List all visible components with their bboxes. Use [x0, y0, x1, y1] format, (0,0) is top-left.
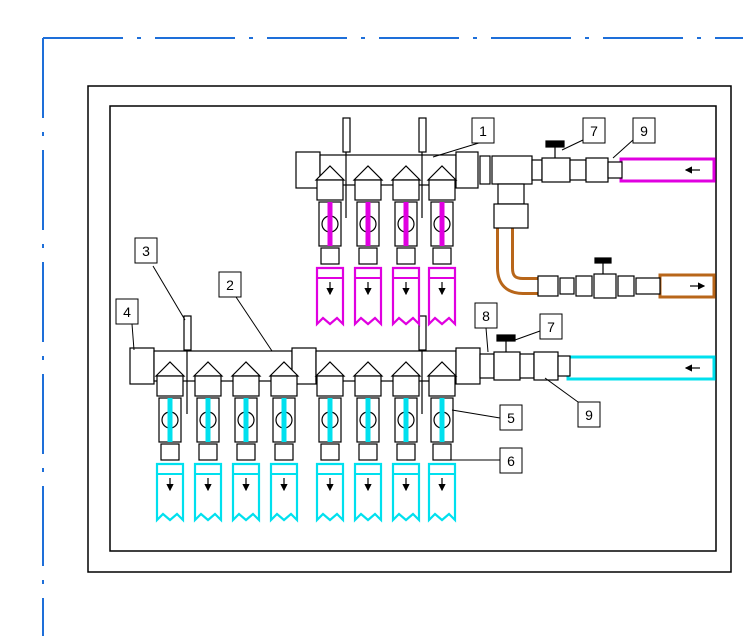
callout-air-vent: 3	[134, 237, 158, 264]
loop-outlet	[154, 361, 186, 523]
hot-tee-fittings	[491, 140, 623, 229]
callout-return-manifold: 2	[218, 271, 242, 298]
callout-end-cap: 4	[115, 298, 139, 325]
cold-return-manifold	[129, 334, 571, 385]
svg-text:3: 3	[142, 243, 150, 259]
ball-valve-icon	[356, 201, 380, 247]
callout-loop-fitting: 6	[499, 447, 523, 474]
hot-loop-outlets	[314, 165, 458, 327]
svg-text:9: 9	[585, 407, 593, 423]
svg-text:6: 6	[507, 453, 515, 469]
loop-outlet	[352, 361, 384, 523]
ball-valve-icon	[394, 397, 418, 443]
loop-outlet	[314, 165, 346, 327]
return-line-fittings	[537, 257, 661, 299]
ball-valve-icon	[318, 397, 342, 443]
ball-valve-icon	[196, 397, 220, 443]
ball-valve-icon	[430, 201, 454, 247]
loop-outlet	[390, 165, 422, 327]
svg-text:5: 5	[507, 410, 515, 426]
ball-valve-icon	[158, 397, 182, 443]
loop-outlet	[314, 361, 346, 523]
callout-manifold-adapter: 8	[474, 302, 498, 329]
callout-ball-valve-bottom: 7	[539, 313, 563, 340]
drawing-frame	[42, 37, 743, 636]
svg-text:7: 7	[590, 123, 598, 139]
ball-valve-icon	[318, 201, 342, 247]
loop-outlet	[192, 361, 224, 523]
loop-outlet	[268, 361, 300, 523]
svg-text:8: 8	[482, 308, 490, 324]
ball-valve-icon	[356, 397, 380, 443]
callout-pipe-bottom: 9	[577, 401, 601, 428]
cold-loop-outlets	[154, 361, 458, 523]
cabinet	[87, 85, 732, 573]
callout-ball-valve-top: 7	[582, 117, 606, 144]
return-pipe	[496, 228, 716, 299]
cold-inlet-pipe	[566, 355, 716, 381]
callout-pipe-top: 9	[632, 117, 656, 144]
loop-outlet	[230, 361, 262, 523]
ball-valve-icon	[430, 397, 454, 443]
ball-valve-icon	[394, 201, 418, 247]
loop-outlet	[426, 165, 458, 327]
svg-text:4: 4	[123, 304, 131, 320]
callout-leaders	[131, 139, 634, 461]
svg-text:7: 7	[547, 319, 555, 335]
loop-outlet	[390, 361, 422, 523]
callout-supply-manifold: 1	[471, 117, 495, 144]
svg-text:2: 2	[226, 277, 234, 293]
loop-outlet	[352, 165, 384, 327]
svg-text:9: 9	[640, 123, 648, 139]
air-vent-icon	[183, 117, 427, 414]
ball-valve-icon	[272, 397, 296, 443]
loop-outlet	[426, 361, 458, 523]
svg-text:1: 1	[479, 123, 487, 139]
callout-loop-valve: 5	[499, 404, 523, 431]
hot-supply-pipe	[619, 157, 716, 183]
ball-valve-icon	[234, 397, 258, 443]
